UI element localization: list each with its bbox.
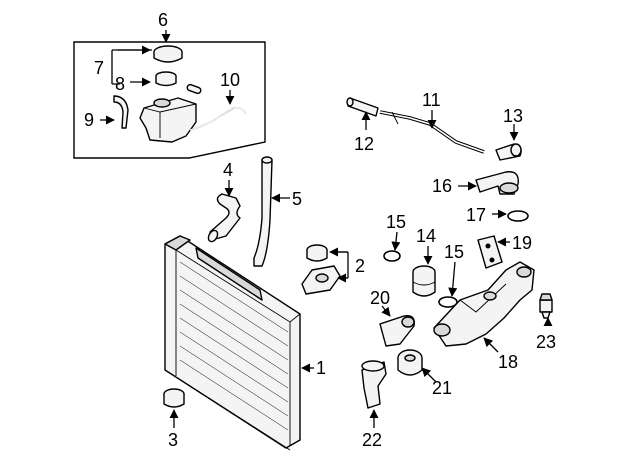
level-sensor-ring <box>186 83 202 95</box>
cap-gasket <box>155 71 177 87</box>
callout-3: 3 <box>168 430 178 450</box>
o-ring-15-upper <box>383 250 401 262</box>
callout-4: 4 <box>223 160 233 180</box>
callout-14: 14 <box>416 226 436 246</box>
callout-21: 21 <box>432 378 452 398</box>
callout-12: 12 <box>354 134 374 154</box>
callout-2: 2 <box>355 256 365 276</box>
outlet-gasket <box>477 235 503 269</box>
lower-radiator-hose <box>253 156 273 267</box>
callout-19: 19 <box>512 233 532 253</box>
radiator <box>164 235 301 451</box>
water-outlet-manifold <box>433 261 535 347</box>
callout-20: 20 <box>370 288 390 308</box>
callout-22: 22 <box>362 430 382 450</box>
radiator-fins <box>179 261 289 431</box>
callout-7: 7 <box>94 58 104 78</box>
drain-plug <box>163 388 185 408</box>
thermostat <box>397 349 423 376</box>
radiator-mount-bushing <box>306 244 328 262</box>
callout-9: 9 <box>84 110 94 130</box>
temperature-sensor <box>539 293 553 319</box>
callout-10: 10 <box>220 70 240 90</box>
small-hose <box>113 95 129 129</box>
inlet-pipe <box>361 360 387 409</box>
bypass-hose-rear <box>495 143 522 161</box>
callout-23: 23 <box>536 332 556 352</box>
coolant-reservoir <box>139 97 197 143</box>
callout-5: 5 <box>292 189 302 209</box>
callout-1: 1 <box>316 358 326 378</box>
radiator-mount-bracket <box>301 265 341 295</box>
callout-15-lower: 15 <box>444 242 464 262</box>
callout-17: 17 <box>466 205 486 225</box>
callout-6: 6 <box>158 10 168 30</box>
coolant-elbow <box>475 171 519 195</box>
leader-lines <box>100 30 553 428</box>
callout-11: 11 <box>422 90 441 110</box>
reservoir-inset-box <box>73 41 266 159</box>
callout-labels: 6 7 8 9 10 4 5 2 1 3 11 12 13 16 17 15 1… <box>84 10 556 450</box>
bypass-hose-front <box>346 97 379 117</box>
upper-radiator-hose <box>207 193 241 243</box>
o-ring-15-lower <box>438 296 458 308</box>
callout-16: 16 <box>432 176 452 196</box>
callout-18: 18 <box>498 352 518 372</box>
callout-15-upper: 15 <box>386 212 406 232</box>
thermostat-housing <box>379 315 415 347</box>
reservoir-cap <box>153 45 183 63</box>
o-ring-17 <box>507 210 529 222</box>
callout-8: 8 <box>115 74 125 94</box>
callout-13: 13 <box>503 106 523 126</box>
coolant-coupler <box>412 265 436 297</box>
overflow-hose <box>189 106 247 131</box>
